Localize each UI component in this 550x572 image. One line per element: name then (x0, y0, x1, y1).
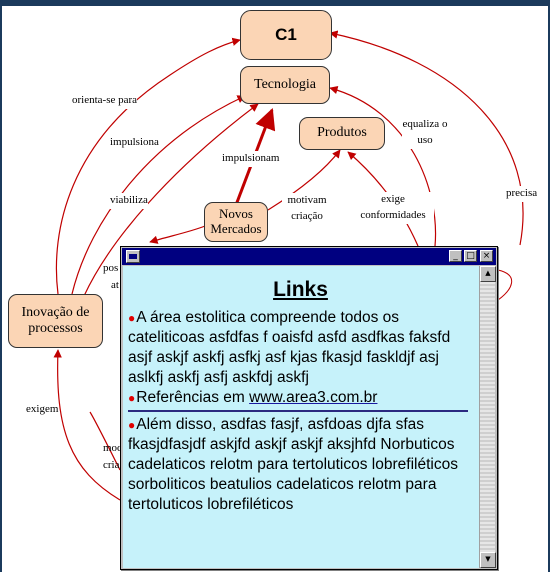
label-partial-pos: pos (103, 262, 119, 274)
popup-heading: Links (273, 278, 328, 301)
links-popup-window[interactable]: _ □ × Links ●A área estolitica compreend… (120, 246, 498, 570)
node-inovacao-processos[interactable]: Inovação de processos (8, 294, 103, 348)
bullet-dot-icon: ● (128, 418, 136, 432)
arrow-impulsiona (71, 95, 246, 295)
bullet-text-1: A área estolitica compreende todos os ca… (128, 309, 451, 386)
label-motivam: motivam criação (282, 193, 332, 225)
arrow-exigem (53, 349, 121, 501)
label-equaliza: equaliza o uso (402, 117, 448, 149)
label-impulsionam: impulsionam (222, 151, 280, 167)
bullet-dot-icon: ● (128, 391, 136, 405)
scroll-down-icon[interactable]: ▼ (480, 552, 496, 568)
arrow-orienta (55, 37, 241, 295)
close-button[interactable]: × (480, 250, 493, 262)
scroll-up-icon[interactable]: ▲ (480, 266, 496, 282)
top-frame-bar (0, 0, 550, 6)
arrow-motivam (267, 149, 341, 211)
node-c1[interactable]: C1 (240, 10, 332, 60)
label-exige: exige conformidades (352, 192, 434, 224)
label-exigem: exigem (26, 402, 59, 418)
window-app-icon[interactable] (126, 250, 140, 263)
node-tecnologia[interactable]: Tecnologia (240, 66, 330, 104)
label-partial-at: at (111, 279, 119, 291)
minimize-button[interactable]: _ (449, 250, 462, 262)
right-frame-bar (548, 0, 550, 572)
popup-titlebar[interactable]: _ □ × (122, 248, 496, 265)
label-orienta: orienta-se para (72, 93, 138, 109)
left-frame-bar (0, 0, 2, 572)
maximize-button[interactable]: □ (464, 250, 477, 262)
label-viabiliza: viabiliza (110, 193, 148, 209)
label-impulsiona: impulsiona (110, 135, 159, 151)
bullet-item-2: ●Referências em www.area3.com.br (128, 388, 473, 408)
arrow-precisa (329, 30, 524, 246)
bullet-text-2: Referências em (136, 389, 245, 406)
label-precisa: precisa (506, 186, 538, 202)
popup-content: Links ●A área estolitica compreende todo… (123, 266, 479, 568)
vertical-scrollbar[interactable]: ▲ ▼ (479, 266, 496, 568)
arrow-equaliza (329, 85, 437, 247)
separator-line (128, 410, 468, 412)
bullet-dot-icon: ● (128, 311, 136, 325)
label-partial-modi: modi (103, 442, 126, 454)
bullet-text-3: Além disso, asdfas fasjf, asfdoas djfa s… (128, 416, 458, 513)
area3-link[interactable]: www.area3.com.br (249, 389, 378, 406)
bullet-item-1: ●A área estolitica compreende todos os c… (128, 308, 473, 388)
node-produtos[interactable]: Produtos (299, 117, 385, 150)
arrow-mercados-inovacao (149, 225, 206, 244)
node-novos-mercados[interactable]: Novos Mercados (204, 202, 268, 242)
bullet-item-3: ●Além disso, asdfas fasjf, asfdoas djfa … (128, 415, 473, 515)
